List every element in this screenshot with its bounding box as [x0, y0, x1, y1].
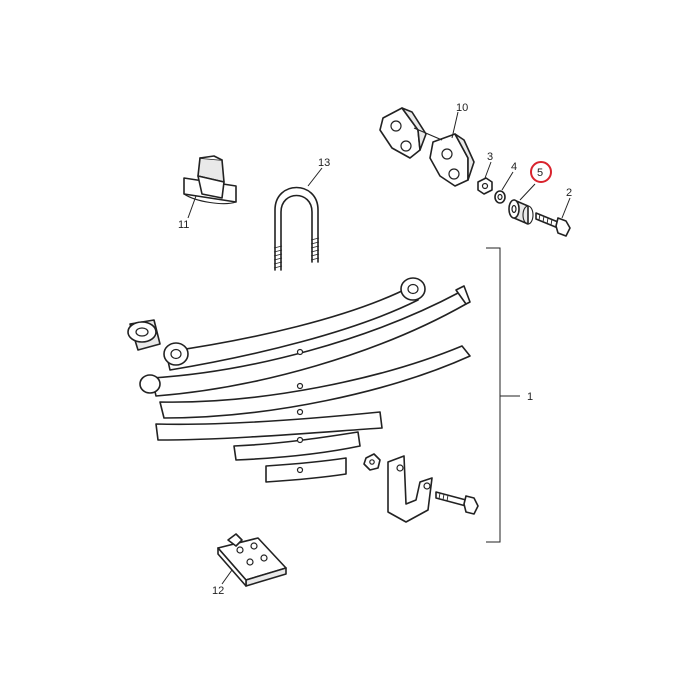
mounting-plate [217, 533, 287, 587]
leader-13 [307, 167, 323, 187]
washer [494, 190, 506, 204]
spring-seat [183, 155, 237, 205]
callout-10: 10 [456, 102, 468, 114]
leaf-spring [127, 277, 471, 483]
leader-3 [484, 161, 492, 179]
group-bracket [486, 247, 501, 543]
bushing [508, 199, 534, 225]
bolt [535, 212, 571, 237]
callout-4: 4 [511, 161, 517, 173]
callout-12: 12 [212, 585, 224, 597]
leader-2 [561, 197, 571, 219]
highlight-ring [530, 161, 552, 183]
leader-4 [501, 171, 514, 191]
leader-11 [187, 195, 197, 219]
spring-bracket [363, 453, 479, 523]
u-bolt [273, 186, 320, 271]
callout-13: 13 [318, 157, 330, 169]
nut [477, 177, 493, 195]
leader-5 [519, 183, 536, 201]
shackle-plates [379, 107, 475, 187]
leader-10 [451, 111, 459, 139]
leader-12 [221, 569, 233, 585]
callout-5: 5 [537, 167, 543, 179]
callout-2: 2 [566, 187, 572, 199]
callout-11: 11 [178, 219, 189, 231]
callout-1: 1 [527, 391, 533, 403]
callout-3: 3 [487, 151, 493, 163]
